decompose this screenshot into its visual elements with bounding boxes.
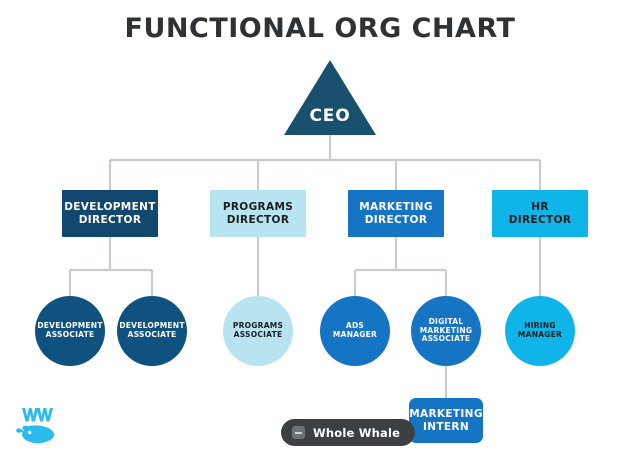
org-node-hiring-manager-label: HIRING MANAGER <box>517 321 563 339</box>
whole-whale-watermark[interactable]: Whole Whale <box>281 419 416 446</box>
whole-whale-logo <box>12 402 60 450</box>
org-node-hiring-manager[interactable]: HIRING MANAGER <box>505 296 575 366</box>
org-node-programs-director-label: PROGRAMS DIRECTOR <box>222 201 294 226</box>
org-node-development-associate-1-label: DEVELOPMENT ASSOCIATE <box>37 321 103 339</box>
org-node-ceo-label: CEO <box>309 106 351 126</box>
org-node-ads-manager[interactable]: ADS MANAGER <box>320 296 390 366</box>
org-node-marketing-director[interactable]: MARKETING DIRECTOR <box>348 190 444 237</box>
org-node-programs-associate[interactable]: PROGRAMS ASSOCIATE <box>223 296 293 366</box>
org-node-hr-director-label: HR DIRECTOR <box>508 201 572 226</box>
org-node-development-director[interactable]: DEVELOPMENT DIRECTOR <box>62 190 158 237</box>
org-node-programs-director[interactable]: PROGRAMS DIRECTOR <box>210 190 306 237</box>
org-node-digital-marketing-associate[interactable]: DIGITAL MARKETING ASSOCIATE <box>411 296 481 366</box>
org-node-development-associate-2[interactable]: DEVELOPMENT ASSOCIATE <box>117 296 187 366</box>
org-node-development-director-label: DEVELOPMENT DIRECTOR <box>64 201 156 226</box>
org-node-ads-manager-label: ADS MANAGER <box>332 321 378 339</box>
org-node-hr-director[interactable]: HR DIRECTOR <box>492 190 588 237</box>
org-node-digital-marketing-associate-label: DIGITAL MARKETING ASSOCIATE <box>419 316 473 344</box>
page-title: FUNCTIONAL ORG CHART <box>124 13 516 44</box>
org-node-marketing-intern[interactable]: MARKETING INTERN <box>409 398 483 443</box>
org-node-marketing-intern-label: MARKETING INTERN <box>409 408 483 433</box>
org-node-development-associate-1[interactable]: DEVELOPMENT ASSOCIATE <box>35 296 105 366</box>
watermark-mark-icon <box>292 426 305 439</box>
ceo-triangle-shape <box>284 60 376 135</box>
org-node-development-associate-2-label: DEVELOPMENT ASSOCIATE <box>119 321 185 339</box>
org-node-programs-associate-label: PROGRAMS ASSOCIATE <box>232 321 284 339</box>
watermark-label: Whole Whale <box>313 425 401 440</box>
org-node-marketing-director-label: MARKETING DIRECTOR <box>359 201 433 226</box>
